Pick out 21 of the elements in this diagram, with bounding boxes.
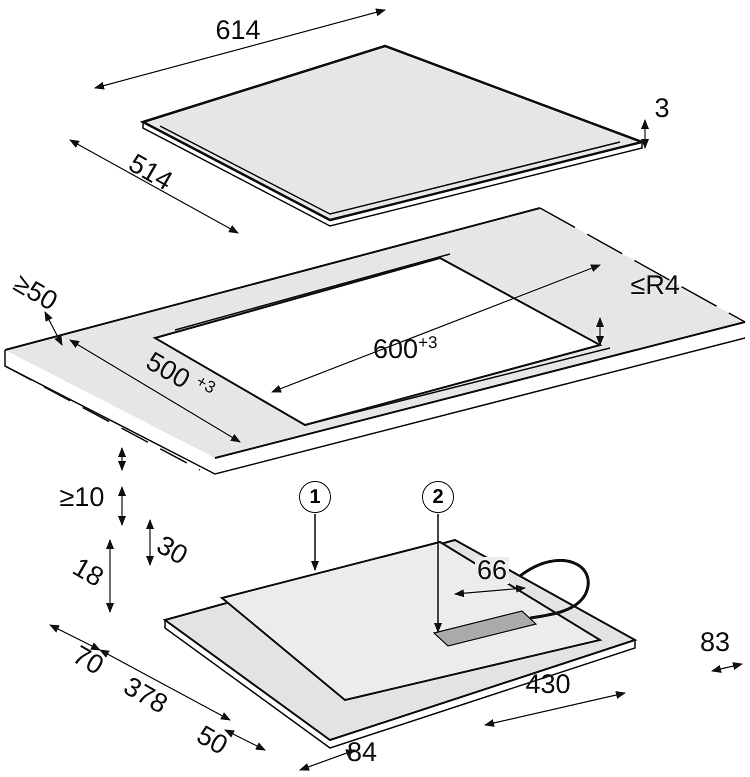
callout-number: 2 bbox=[422, 481, 454, 513]
dimension-label: 66 bbox=[475, 556, 510, 584]
dimension-label: 18 bbox=[68, 552, 108, 592]
dimension-label: 83 bbox=[700, 628, 730, 656]
dimension-label: 600$^{+3}$ bbox=[373, 334, 438, 362]
dimension-label: ≥10 bbox=[60, 484, 104, 510]
dimension-label: 30 bbox=[152, 530, 192, 570]
dimension-label: ≥50 bbox=[8, 269, 62, 315]
connection-box bbox=[432, 610, 538, 647]
dimension-label: 514 bbox=[124, 149, 176, 195]
dimension-label: 70 bbox=[68, 640, 108, 680]
leader-line bbox=[434, 514, 442, 633]
leader-line bbox=[311, 514, 319, 571]
dimension-label: 50 bbox=[192, 720, 232, 760]
dimension-label: 3 bbox=[654, 94, 670, 122]
dimension-label: 430 bbox=[526, 670, 571, 698]
dimension-label: ≤R4 bbox=[630, 272, 680, 298]
dimension-label: 614 bbox=[216, 16, 261, 44]
callout-number: 1 bbox=[299, 481, 331, 513]
hob-body bbox=[220, 540, 603, 702]
dimension-label: 378 bbox=[118, 672, 172, 718]
